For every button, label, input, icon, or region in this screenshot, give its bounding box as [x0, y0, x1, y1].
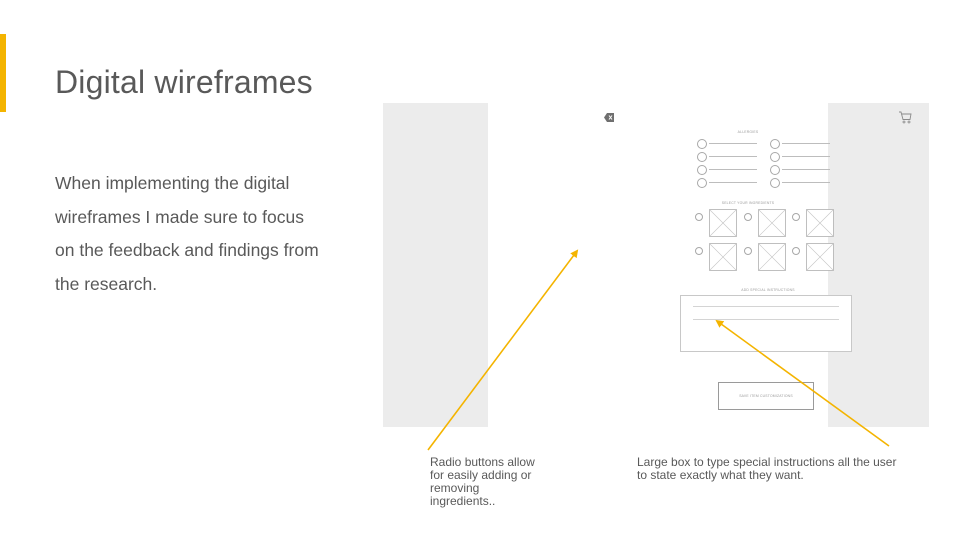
allergy-option-line [782, 156, 830, 157]
allergies-label: ALLERGIES [737, 130, 759, 134]
allergy-radio[interactable] [770, 165, 780, 175]
radio-buttons-annotation: Radio buttons allow for easily adding or… [430, 455, 535, 508]
image-placeholder-icon [758, 243, 786, 271]
slide-title: Digital wireframes [55, 64, 313, 100]
image-placeholder-icon [709, 209, 737, 237]
ingredient-radio[interactable] [695, 213, 703, 221]
image-placeholder-icon [758, 209, 786, 237]
slide-body-text: When implementing the digital wireframes… [55, 173, 319, 294]
close-tag-icon[interactable] [604, 113, 614, 122]
allergy-radio[interactable] [770, 152, 780, 162]
allergy-option-line [782, 182, 830, 183]
special-instructions-label: ADD SPECIAL INSTRUCTIONS [741, 288, 795, 292]
allergy-radio[interactable] [770, 178, 780, 188]
ingredient-radio[interactable] [744, 247, 752, 255]
ingredients-label: SELECT YOUR INGREDIENTS [721, 201, 775, 205]
allergy-radio[interactable] [770, 139, 780, 149]
save-button-label: SAVE ITEM CUSTOMIZATIONS [739, 394, 793, 398]
wireframe-screenshot: ALLERGIES SELECT YOUR INGREDIENTS ADD SP… [383, 103, 929, 427]
allergy-option-line [709, 182, 757, 183]
instruction-line [693, 319, 839, 320]
allergy-option-line [709, 169, 757, 170]
ingredient-radio[interactable] [744, 213, 752, 221]
allergy-radio[interactable] [697, 178, 707, 188]
allergy-radio[interactable] [697, 139, 707, 149]
accent-bar [0, 34, 6, 112]
allergy-option-line [782, 143, 830, 144]
ingredient-radio[interactable] [792, 213, 800, 221]
ingredient-radio[interactable] [792, 247, 800, 255]
allergy-radio[interactable] [697, 152, 707, 162]
wireframe-canvas: ALLERGIES SELECT YOUR INGREDIENTS ADD SP… [488, 103, 912, 427]
instruction-line [693, 306, 839, 307]
allergy-option-line [782, 169, 830, 170]
image-placeholder-icon [709, 243, 737, 271]
ingredient-radio[interactable] [695, 247, 703, 255]
special-instructions-input[interactable] [680, 295, 852, 352]
image-placeholder-icon [806, 209, 834, 237]
shopping-cart-icon[interactable] [898, 110, 912, 124]
allergy-option-line [709, 156, 757, 157]
allergy-option-line [709, 143, 757, 144]
image-placeholder-icon [806, 243, 834, 271]
save-item-customizations-button[interactable]: SAVE ITEM CUSTOMIZATIONS [718, 382, 814, 410]
allergy-radio[interactable] [697, 165, 707, 175]
instructions-box-annotation: Large box to type special instructions a… [637, 455, 897, 482]
